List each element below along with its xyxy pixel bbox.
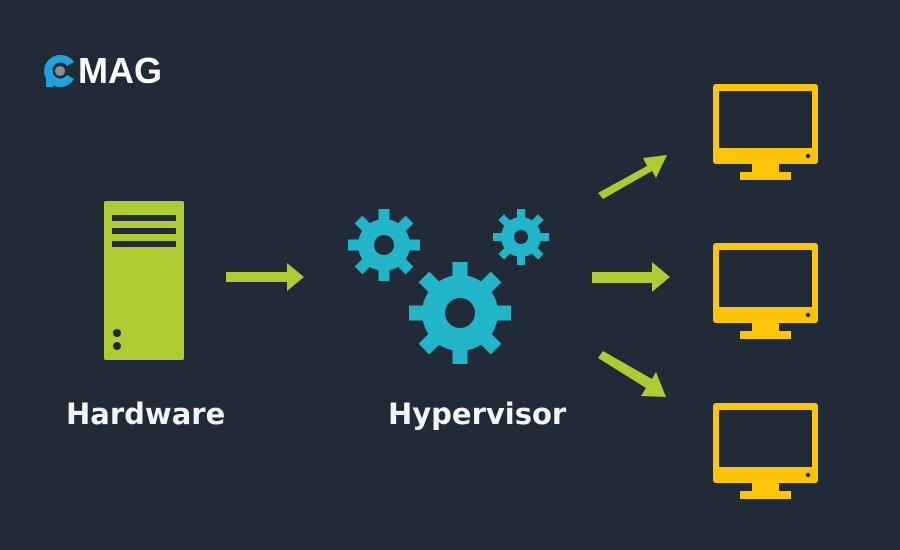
arrow-hardware-to-hypervisor xyxy=(226,263,304,291)
monitor-part xyxy=(805,472,811,478)
monitor-part xyxy=(719,91,812,148)
hardware-label: Hardware xyxy=(66,397,226,431)
gear-tooth xyxy=(494,305,511,321)
monitor-part xyxy=(805,153,811,159)
monitor-part xyxy=(805,312,811,318)
gear-hole xyxy=(514,230,528,244)
logo-text: MAG xyxy=(78,50,162,91)
arrow-hypervisor-to-vm-3 xyxy=(598,351,666,397)
monitor-icon xyxy=(713,84,818,180)
monitor-part xyxy=(740,331,791,339)
pcmag-logo: MAG xyxy=(42,52,182,92)
gear-tooth xyxy=(517,253,525,265)
monitor-part xyxy=(740,172,791,180)
gear-tooth xyxy=(517,209,525,221)
arrow-hypervisor-to-vm-1 xyxy=(598,155,667,199)
gear-small-left-icon xyxy=(348,209,420,281)
monitor-icon xyxy=(713,243,818,339)
monitor-part xyxy=(719,410,812,467)
gear-tooth xyxy=(409,305,426,321)
monitor-part xyxy=(752,322,779,333)
pc-logo-icon xyxy=(44,54,74,87)
gear-hole xyxy=(374,235,394,255)
monitor-part xyxy=(719,250,812,307)
gear-tooth xyxy=(452,347,468,364)
gear-tooth xyxy=(378,209,390,223)
gear-tooth xyxy=(378,267,390,281)
hypervisor-label: Hypervisor xyxy=(388,397,567,431)
gear-hole xyxy=(445,298,475,328)
server-tower-icon xyxy=(104,201,184,360)
monitor-part xyxy=(752,163,779,174)
gears-icon xyxy=(348,209,549,364)
monitor-icon xyxy=(713,403,818,499)
gear-large-icon xyxy=(409,262,511,364)
monitor-part xyxy=(740,491,791,499)
gear-tooth xyxy=(452,262,468,279)
gear-small-right-icon xyxy=(493,209,549,265)
monitor-part xyxy=(752,482,779,493)
arrow-hypervisor-to-vm-2 xyxy=(592,262,670,292)
